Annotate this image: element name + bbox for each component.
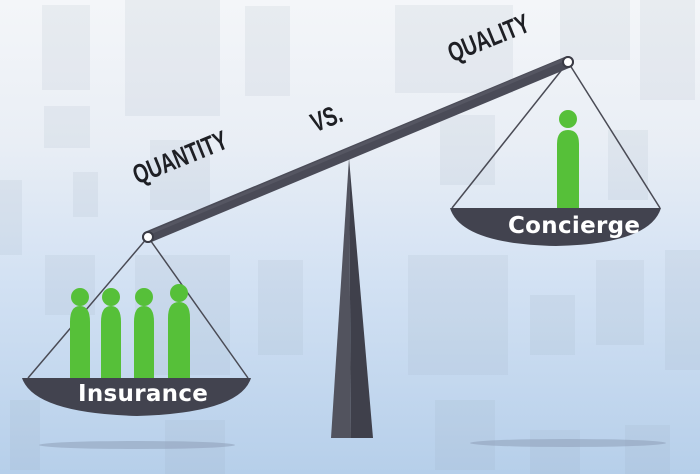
scale-stand (331, 158, 373, 438)
right-figure (557, 110, 579, 208)
right-pan-strings (451, 61, 661, 209)
left-pivot-joint (142, 231, 154, 243)
person-icon (70, 288, 90, 378)
insurance-label: Insurance (78, 381, 209, 407)
left-figures (70, 284, 190, 378)
right-pan-shadow (470, 439, 666, 447)
left-pan (22, 378, 251, 416)
person-icon (168, 284, 190, 378)
left-pan-shadow (39, 441, 235, 449)
left-pan-strings (27, 236, 249, 379)
scale-beam (142, 56, 574, 243)
concierge-label: Concierge (508, 213, 641, 239)
right-pivot-joint (562, 56, 574, 68)
person-icon (134, 288, 154, 378)
right-pan (450, 208, 661, 246)
person-icon (557, 110, 579, 208)
person-icon (101, 288, 121, 378)
